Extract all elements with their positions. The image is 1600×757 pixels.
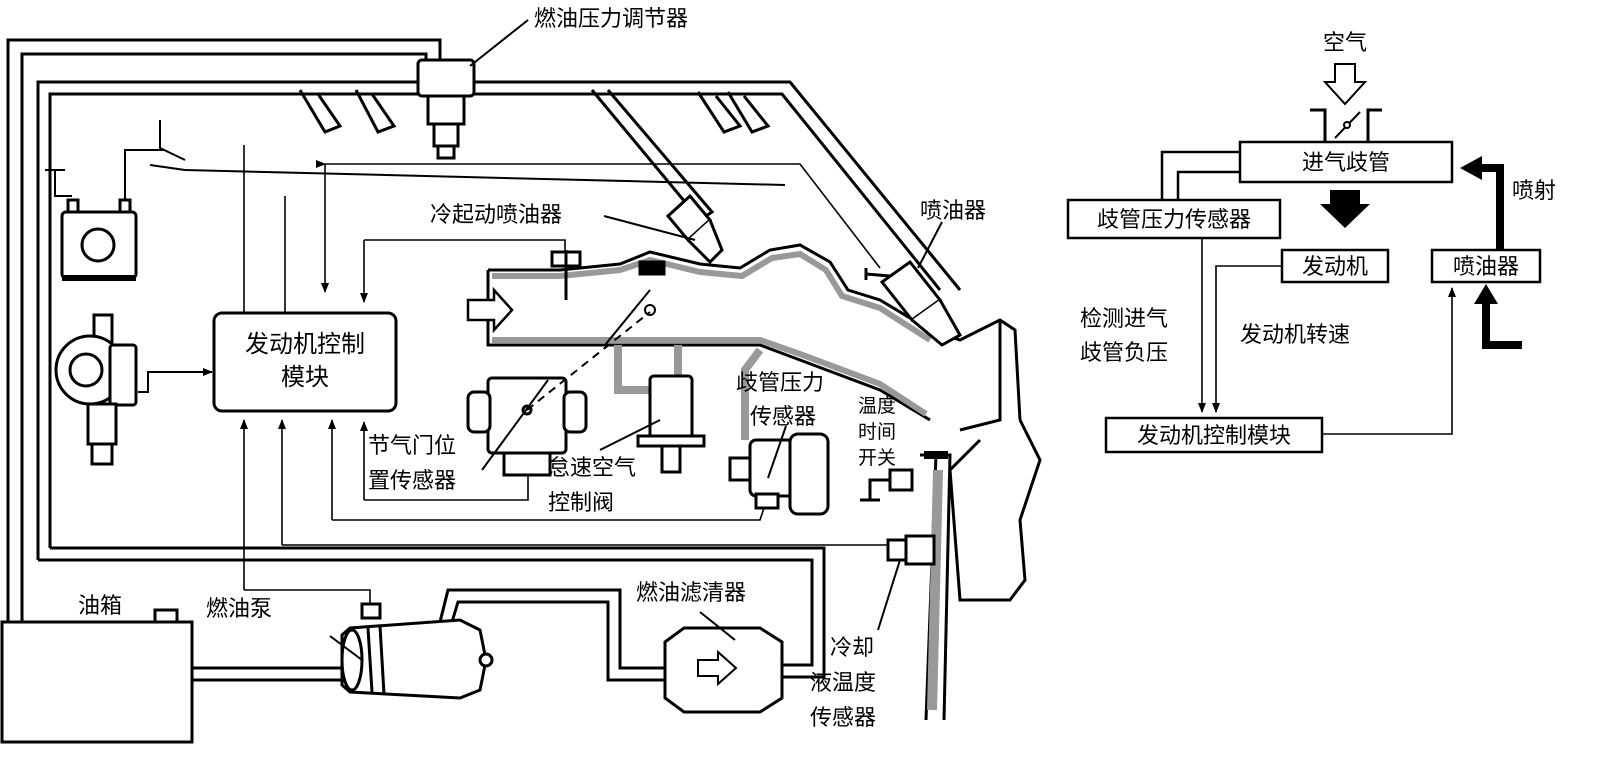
injector-leader <box>917 221 943 269</box>
cold-start-injector <box>550 250 666 300</box>
coolant-temp-sensor <box>886 534 936 566</box>
right-block-diagram: 空气 进气歧管 歧管压力传感器 发动机 喷油器 喷射 <box>1066 31 1556 454</box>
thermo-time-switch <box>860 468 914 502</box>
flow-arrow-to-engine <box>1320 190 1370 228</box>
injector-label: 喷油器 <box>920 199 986 224</box>
throttle-sensor-label-line1: 节气门位 <box>368 434 456 459</box>
distributor-signal-line <box>138 368 213 393</box>
map-sensor-label-line1: 歧管压力 <box>736 371 824 396</box>
throttle-sensor-label-line2: 置传感器 <box>368 469 456 494</box>
fuel-line-frame <box>6 38 962 679</box>
fuel-tank <box>0 620 194 744</box>
fuel-tank-cap <box>153 608 179 624</box>
idle-valve-leader <box>599 419 661 451</box>
injector-box <box>1430 248 1542 284</box>
main-injector <box>864 259 963 347</box>
fuel-rail-stubs <box>298 89 771 222</box>
map-sensor-leader <box>767 425 787 479</box>
throttle-shaft <box>644 304 656 316</box>
map-sensor-box <box>1066 198 1282 240</box>
left-system-diagram: 燃油压力调节器 发动机控制 模块 <box>0 7 1042 744</box>
fuel-pump <box>340 602 494 700</box>
time-switch-label-line1: 温度 <box>858 395 896 417</box>
idle-valve-label-line2: 控制阀 <box>548 491 614 516</box>
injection-label: 喷射 <box>1512 179 1556 204</box>
map-sensor <box>728 347 830 516</box>
engine-speed-label: 发动机转速 <box>1240 323 1350 348</box>
distributor <box>54 313 138 466</box>
battery-wiring <box>45 120 786 200</box>
engine-box <box>1280 248 1390 284</box>
fuel-pressure-regulator <box>416 58 476 160</box>
battery <box>60 198 138 281</box>
pump-to-filter-line <box>438 588 665 682</box>
throttle-valve <box>604 289 651 346</box>
injection-arrowhead <box>1460 156 1482 180</box>
detect-label-line1: 检测进气 <box>1080 307 1168 332</box>
coolant-sensor-label-line3: 传感器 <box>810 706 876 731</box>
throttle-link <box>526 311 651 411</box>
time-switch-label-line3: 开关 <box>858 447 896 469</box>
fuel-pump-label: 燃油泵 <box>206 597 272 622</box>
fuel-pressure-regulator-label: 燃油压力调节器 <box>534 7 688 32</box>
intake-air-arrow <box>466 286 514 334</box>
tank-to-pump-line <box>192 666 342 682</box>
intake-manifold-label: 进气歧管 <box>1302 151 1390 176</box>
cold-start-injector-label: 冷起动喷油器 <box>430 203 562 228</box>
coolant-sensor-leader <box>877 559 901 631</box>
air-label: 空气 <box>1323 31 1367 56</box>
time-switch-label-line2: 时间 <box>858 421 896 443</box>
ecm-label-line1: 发动机控制 <box>245 330 365 358</box>
idle-valve-label-line1: 怠速空气 <box>548 456 636 481</box>
fuel-filter-label: 燃油滤清器 <box>636 581 746 606</box>
right-signal-wiring <box>1198 238 1456 435</box>
ecm-label-line2: 模块 <box>281 363 329 391</box>
intake-manifold-box <box>1238 140 1454 184</box>
throttle-body <box>1310 108 1382 142</box>
ecm-signal-wiring <box>240 145 890 604</box>
idle-air-control-valve <box>614 345 706 474</box>
intake-manifold-body <box>486 243 1042 602</box>
coolant-sensor-label-line2: 液温度 <box>810 671 876 696</box>
vacuum-pipe <box>1160 150 1240 200</box>
fuel-supply-arrowhead <box>1474 284 1498 304</box>
throttle-sensor-leader <box>481 379 549 471</box>
injection-flow <box>1478 164 1504 250</box>
injector-body-upper <box>665 193 724 265</box>
fuel-pressure-regulator-leader <box>469 19 529 67</box>
cold-start-injector-leader <box>603 215 696 241</box>
injector-box-label: 喷油器 <box>1453 255 1519 280</box>
map-sensor-box-label: 歧管压力传感器 <box>1097 208 1251 233</box>
fuel-tank-label: 油箱 <box>78 594 122 619</box>
fuel-filter-leader <box>699 611 736 641</box>
air-arrow <box>1322 63 1368 106</box>
ecm-block-label: 发动机控制模块 <box>1137 424 1291 449</box>
ecm-box <box>212 311 398 413</box>
detect-label-line2: 歧管负压 <box>1080 341 1168 366</box>
map-sensor-label-line2: 传感器 <box>750 405 816 430</box>
fuel-pump-leader <box>329 635 363 661</box>
fuel-filter <box>663 626 784 714</box>
coolant-sensor-label-line1: 冷却 <box>830 636 874 661</box>
coolant-passage <box>920 451 952 721</box>
engine-label: 发动机 <box>1302 255 1368 280</box>
fuel-supply-flow <box>1482 300 1522 349</box>
ecm-block-box <box>1104 416 1324 454</box>
